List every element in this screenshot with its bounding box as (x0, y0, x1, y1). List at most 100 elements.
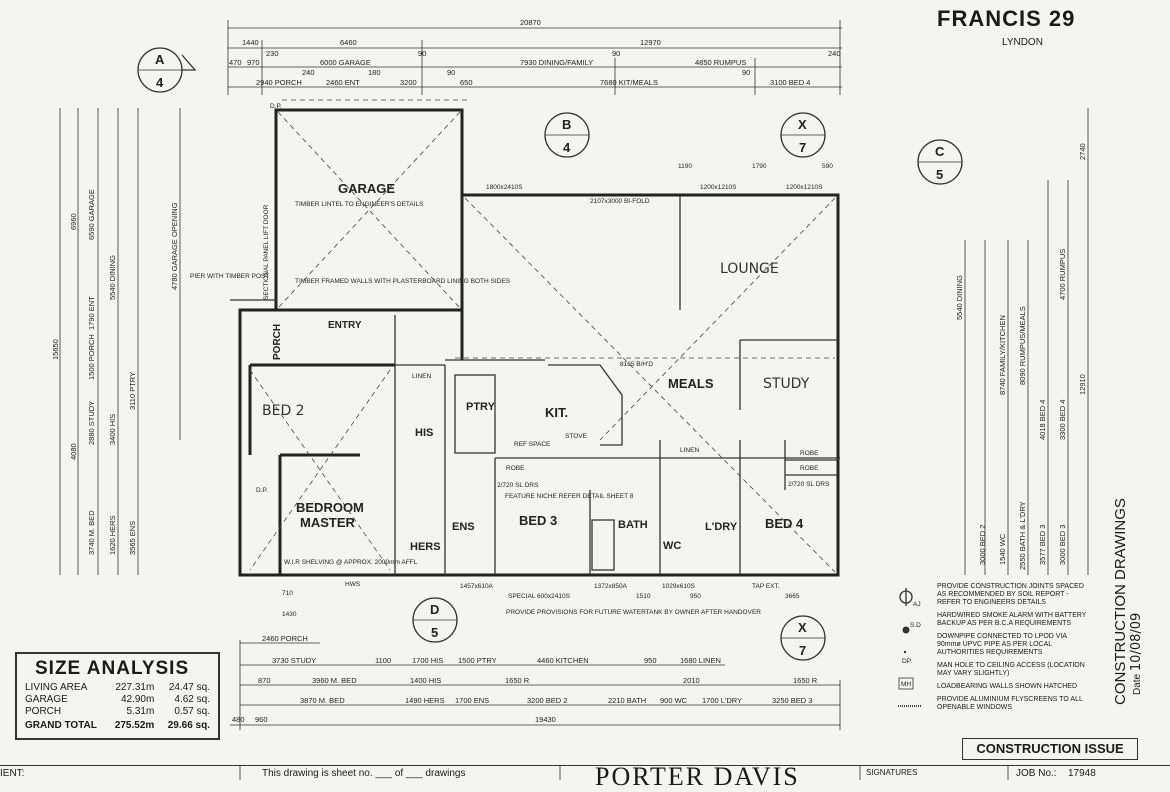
dim: 3250 BED 3 (772, 696, 812, 705)
note-loadbearing: LOADBEARING WALLS SHOWN HATCHED (937, 683, 1078, 690)
size-label: PORCH (25, 706, 62, 717)
dim: 180 (368, 68, 381, 77)
dim: 7680 KIT/MEALS (600, 78, 658, 87)
dim: 1790 ENT (87, 296, 96, 330)
legend-symbol: MH (901, 681, 911, 688)
section-marker-a: A4 (137, 47, 197, 93)
dim: 590 (822, 163, 833, 170)
dim: 1650 R (793, 676, 818, 685)
dim: 90 (742, 68, 750, 77)
dim: 7930 DINING/FAMILY (520, 58, 593, 67)
note-smoke-alarm: HARDWIRED SMOKE ALARM WITH BATTERY BACKU… (937, 612, 1087, 627)
dim: 3577 BED 3 (1038, 525, 1047, 565)
size-label: LIVING AREA (25, 682, 88, 693)
room-bed-4: BED 4 (765, 516, 804, 531)
dim: 8740 FAMILY/KITCHEN (998, 315, 1007, 395)
walls (230, 108, 840, 577)
dim: 3870 M. BED (300, 696, 345, 705)
section-sheet: 5 (936, 167, 943, 182)
dim: 4850 RUMPUS (695, 58, 746, 67)
size-m2: 227.31m (115, 682, 155, 693)
note-flyscreens: PROVIDE ALUMINIUM FLYSCREENS TO ALL OPEN… (937, 696, 1083, 711)
note-construction-joints: PROVIDE CONSTRUCTION JOINTS SPACED AS RE… (937, 583, 1084, 606)
size-analysis-title: SIZE ANALYSIS (35, 658, 190, 679)
dim: 960 (255, 715, 268, 724)
dim: 710 (282, 590, 293, 597)
room-wc: WC (663, 540, 681, 552)
room-master-line2: MASTER (300, 515, 356, 530)
legend-symbols: AJ S.D DP. MH (898, 588, 922, 707)
size-m2: 275.52m (114, 720, 155, 731)
dim: 4080 (69, 443, 78, 460)
dim: 2550 BATH & L'DRY (1018, 501, 1027, 570)
right-dimensions: 2740 12910 5540 DINING 8740 FAMILY/KITCH… (955, 108, 1089, 575)
section-sheet: 5 (431, 625, 438, 640)
size-sq: 4.62 sq. (174, 694, 210, 705)
section-marker-x-bottom: X7 (780, 615, 826, 661)
dim: 870 (258, 676, 271, 685)
section-letter: C (935, 144, 945, 159)
dim: 3960 M. BED (312, 676, 357, 685)
room-laundry: L'DRY (705, 521, 738, 533)
robe-bed4-a: ROBE (800, 450, 819, 457)
note-lintel: TIMBER LINTEL TO ENGINEER'S DETAILS (295, 201, 424, 208)
dim: 4018 BED 4 (1038, 400, 1047, 440)
room-porch: PORCH (272, 324, 283, 360)
note-wir-shelving: W.I.R SHELVING @ APPROX. 2000mm AFFL (284, 559, 418, 566)
linen-2: LINEN (680, 447, 699, 454)
dim: 1500 PTRY (458, 656, 497, 665)
dim: 3000 BED 2 (978, 525, 987, 565)
room-his-wir: HIS (415, 427, 433, 439)
note-downpipe: D.P. (256, 487, 268, 494)
dim: 230 (266, 49, 279, 58)
dim: 2010 (683, 676, 700, 685)
section-letter: X (798, 620, 807, 635)
dim: 3730 STUDY (272, 656, 316, 665)
room-master-line1: BEDROOM (296, 500, 364, 515)
note-feature-niche: FEATURE NICHE REFER DETAIL SHEET 8 (505, 493, 634, 500)
dim: 3665 (785, 593, 800, 600)
room-labels: GARAGE LOUNGE MEALS STUDY KIT. PTRY HIS … (262, 181, 819, 553)
dim: 3200 (400, 78, 417, 87)
dim: 1430 (282, 611, 297, 618)
dim: 2210 BATH (608, 696, 646, 705)
dim: 1650 R (505, 676, 530, 685)
stamp-label: CONSTRUCTION DRAWINGS (1112, 498, 1129, 705)
section-sheet: 4 (156, 75, 164, 90)
dim: 3400 HIS (108, 414, 117, 445)
dim: 950 (644, 656, 657, 665)
room-study: STUDY (763, 376, 810, 392)
annotations: TIMBER LINTEL TO ENGINEER'S DETAILS TIMB… (190, 103, 833, 618)
section-marker-x-top: X7 (780, 112, 826, 158)
dim: 6460 (340, 38, 357, 47)
note-bulkhead: 8165 B/H'D (620, 361, 653, 368)
legend-symbol: S.D (910, 622, 921, 629)
note-lift-door: SECTIONAL PANEL LIFT DOOR (263, 204, 270, 300)
note-manhole: MAN HOLE TO CEILING ACCESS (LOCATION MAY… (937, 662, 1085, 677)
dim: 1440 (242, 38, 259, 47)
dim: 3565 ENS (128, 521, 137, 555)
window-size: 1457x610A (460, 583, 494, 590)
room-bed-3: BED 3 (519, 513, 557, 528)
bottom-dimensions: 2460 PORCH 3730 STUDY 1100 1700 HIS 1500… (230, 634, 841, 730)
window-size: 1372x850A (594, 583, 628, 590)
dim: 970 (247, 58, 260, 67)
dim: 2460 PORCH (262, 634, 308, 643)
dim: 240 (302, 68, 315, 77)
dim: 1700 HIS (412, 656, 443, 665)
window-size: 1029x610S (662, 583, 696, 590)
dim: 240 (828, 49, 841, 58)
note-sliding-doors: 2/720 SL DRS (497, 482, 539, 489)
section-markers: A4 B4 X7 C5 D5 X7 (137, 47, 963, 661)
dim: 4780 GARAGE OPENING (170, 202, 179, 290)
note-pier: PIER WITH TIMBER POST (190, 273, 269, 280)
top-dimensions: 20870 1440 6460 12970 470 970 230 6000 G… (227, 18, 842, 95)
note-tap: TAP EXT. (752, 583, 780, 590)
roof-lines (249, 99, 836, 573)
section-letter: A (155, 52, 165, 67)
dim: 6590 GARAGE (87, 189, 96, 240)
